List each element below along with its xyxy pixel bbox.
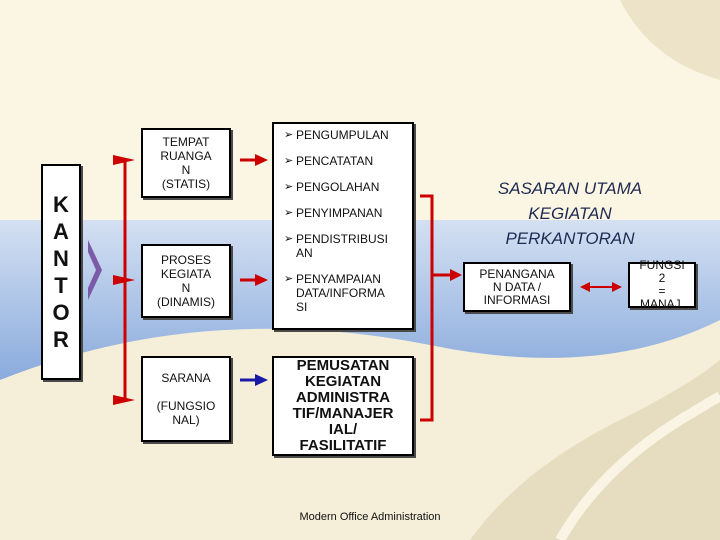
- pemusatan-line: ADMINISTRA: [296, 390, 390, 406]
- penanganan-line: PENANGANA: [479, 268, 554, 281]
- process-item-text: PENCATATAN: [296, 154, 412, 168]
- tempat-line: TEMPAT: [163, 135, 210, 149]
- arrow-bullet-icon: ➢: [284, 232, 293, 246]
- process-item-text: PENYAMPAIAN: [296, 272, 412, 286]
- kantor-letter: K: [53, 191, 69, 218]
- pemusatan-line: IAL/: [329, 422, 357, 438]
- tempat-line: RUANGA: [160, 149, 211, 163]
- proses-line: (DINAMIS): [157, 295, 215, 309]
- sarana-line: NAL): [172, 413, 199, 427]
- process-item-text: AN: [296, 246, 412, 260]
- process-item-text: PENGOLAHAN: [296, 180, 412, 194]
- process-item-text: PENDISTRIBUSI: [296, 232, 412, 246]
- process-item-text: DATA/INFORMA: [296, 286, 412, 300]
- pemusatan-line: TIF/MANAJER: [293, 406, 394, 422]
- kantor-letter: N: [53, 245, 69, 272]
- fungsi-line: MANAJ.: [640, 298, 684, 311]
- arrow-bullet-icon: ➢: [284, 128, 293, 142]
- process-item-text: SI: [296, 300, 412, 314]
- arrow-bullet-icon: ➢: [284, 272, 293, 286]
- penanganan-line: INFORMASI: [484, 294, 551, 307]
- sasaran-line: PERKANTORAN: [470, 226, 670, 251]
- footer-caption: Modern Office Administration: [0, 511, 720, 523]
- sasaran-line: KEGIATAN: [470, 201, 670, 226]
- arrow-bullet-icon: ➢: [284, 154, 293, 168]
- process-list-box: ➢PENGUMPULAN➢PENCATATAN➢PENGOLAHAN➢PENYI…: [272, 122, 414, 330]
- sasaran-line: SASARAN UTAMA: [470, 176, 670, 201]
- process-item-text: PENGUMPULAN: [296, 128, 412, 142]
- kantor-letter: A: [53, 218, 69, 245]
- process-item: ➢PENGOLAHAN: [284, 180, 412, 194]
- kantor-letter: T: [54, 272, 67, 299]
- pemusatan-line: KEGIATAN: [305, 374, 381, 390]
- tempat-line: (STATIS): [162, 177, 210, 191]
- kantor-letter: O: [52, 299, 69, 326]
- process-list: ➢PENGUMPULAN➢PENCATATAN➢PENGOLAHAN➢PENYI…: [284, 128, 412, 314]
- sarana-line: SARANA: [161, 371, 210, 385]
- proses-line: PROSES: [161, 253, 211, 267]
- arrow-bullet-icon: ➢: [284, 206, 293, 220]
- arrow-bullet-icon: ➢: [284, 180, 293, 194]
- pemusatan-line: PEMUSATAN: [297, 358, 390, 374]
- proses-line: N: [182, 281, 191, 295]
- kantor-letter: R: [53, 326, 69, 353]
- sarana-line: (FUNGSIO: [157, 399, 216, 413]
- process-item: ➢PENCATATAN: [284, 154, 412, 168]
- proses-line: KEGIATA: [161, 267, 211, 281]
- process-item: ➢PENGUMPULAN: [284, 128, 412, 142]
- tempat-line: N: [182, 163, 191, 177]
- process-item-text: PENYIMPANAN: [296, 206, 412, 220]
- pemusatan-line: FASILITATIF: [300, 438, 387, 454]
- penanganan-line: N DATA /: [493, 281, 541, 294]
- process-item: ➢PENYIMPANAN: [284, 206, 412, 220]
